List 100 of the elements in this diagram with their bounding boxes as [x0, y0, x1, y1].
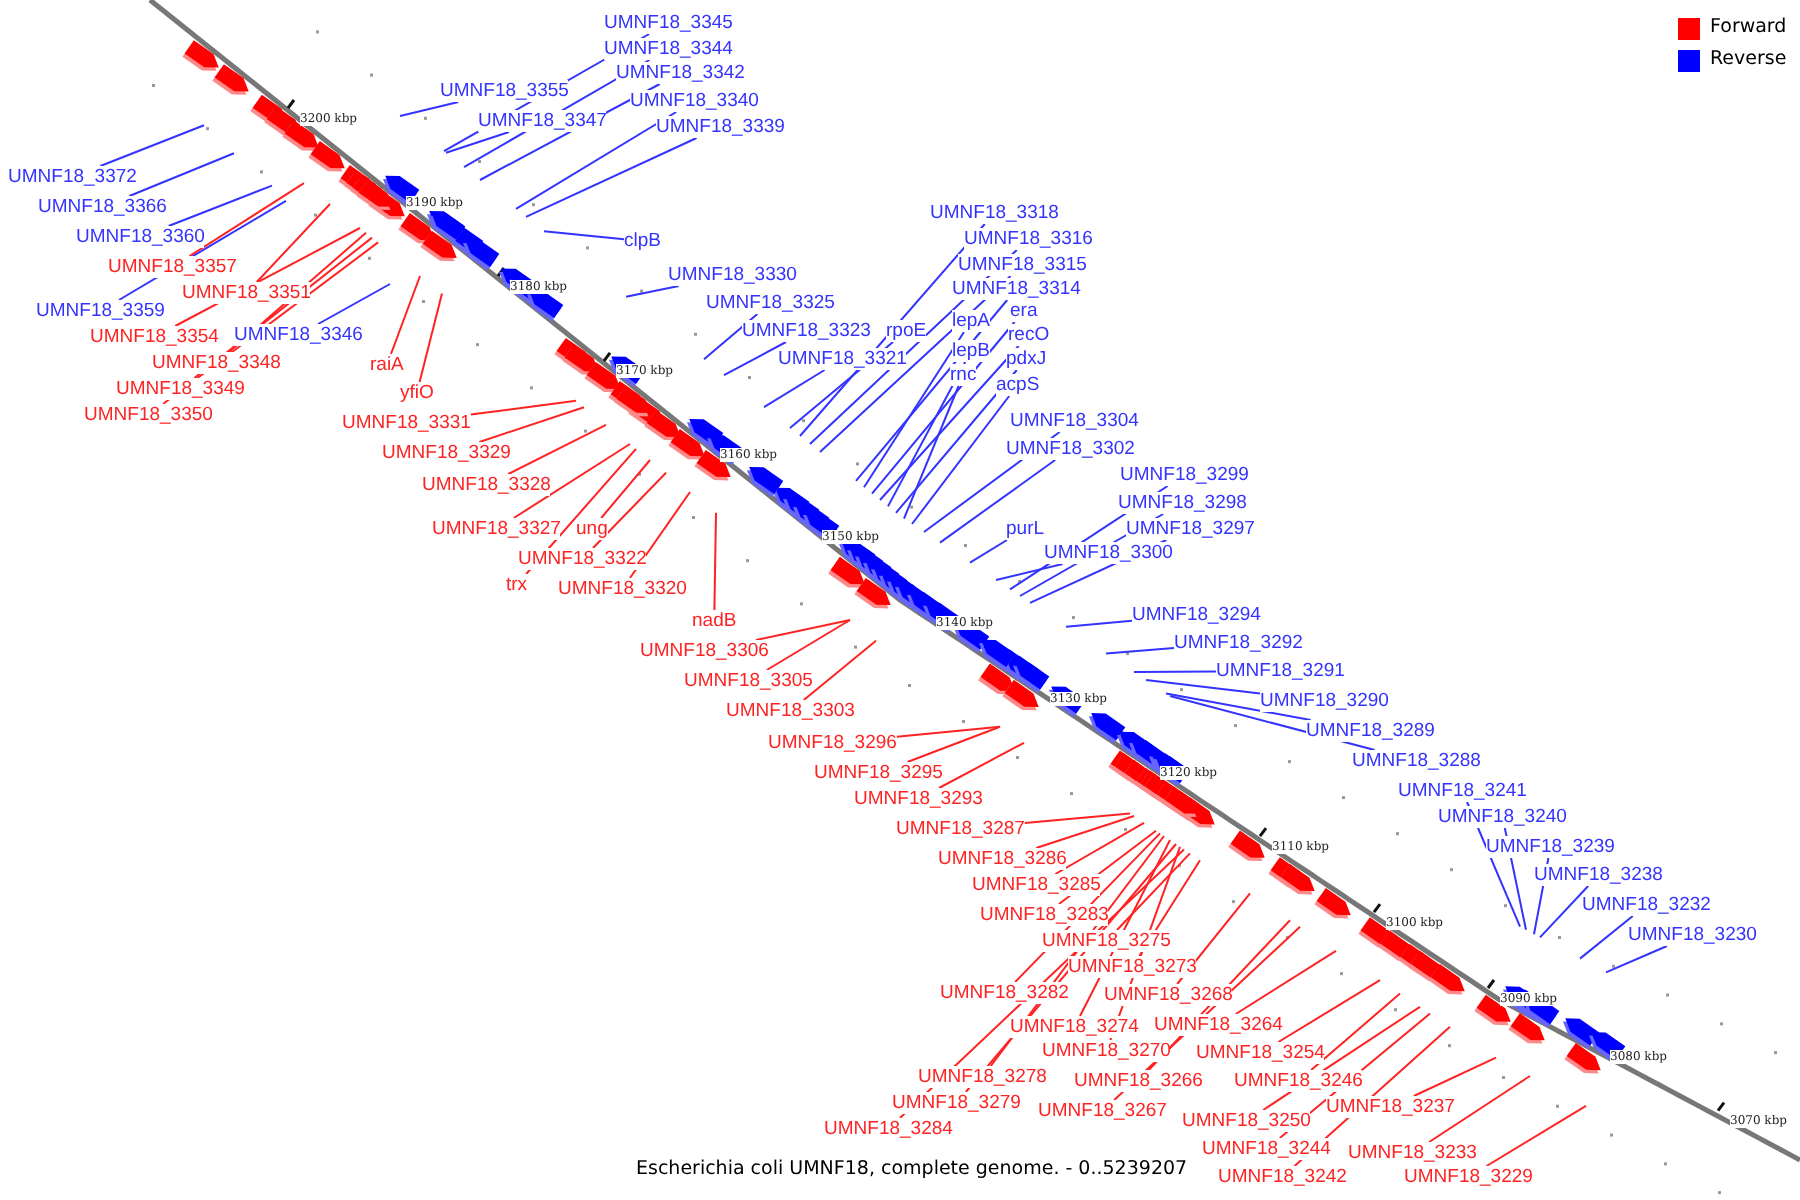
gene-label: UMNF18_3232: [1582, 894, 1711, 916]
leader-line: [895, 369, 1018, 514]
gene-label: UMNF18_3360: [76, 226, 205, 248]
gene-label: UMNF18_3306: [640, 640, 769, 662]
gene-label: lepA: [952, 310, 991, 332]
gene-label: pdxJ: [1006, 348, 1047, 370]
gene-label: UMNF18_3342: [616, 62, 745, 84]
gene-label: UMNF18_3329: [382, 442, 511, 464]
gene-label: UMNF18_3350: [84, 404, 213, 426]
gene-label: UMNF18_3345: [604, 12, 733, 34]
gene-label: rpoE: [886, 320, 927, 342]
gene-label: trx: [506, 574, 528, 596]
legend-label: Reverse: [1710, 48, 1787, 70]
gene-label: purL: [1006, 518, 1045, 540]
leader-line: [1035, 815, 1135, 849]
gene-label: UMNF18_3305: [684, 670, 813, 692]
gene-label: UMNF18_3246: [1234, 1070, 1363, 1092]
leader-line: [802, 639, 877, 701]
gene-label: UMNF18_3286: [938, 848, 1067, 870]
leader-line: [629, 491, 691, 579]
gene-label: UMNF18_3233: [1348, 1142, 1477, 1164]
leader-line: [765, 619, 851, 671]
gene-label: UMNF18_3294: [1132, 604, 1261, 626]
leader-line: [906, 725, 1001, 763]
leader-line: [1133, 670, 1217, 673]
leader-line: [543, 230, 625, 241]
gene-label: UMNF18_3267: [1038, 1100, 1167, 1122]
leader-line: [1023, 812, 1131, 824]
legend-label: Forward: [1710, 16, 1787, 38]
gene-label: UMNF18_3348: [152, 352, 281, 374]
gene-label: UMNF18_3268: [1104, 984, 1233, 1006]
leader-line: [592, 471, 667, 549]
leader-line: [507, 423, 607, 475]
gene-label: UMNF18_3327: [432, 518, 561, 540]
gene-label: UMNF18_3304: [1010, 410, 1139, 432]
gene-label: UMNF18_3292: [1174, 632, 1303, 654]
gene-label: ung: [576, 518, 608, 540]
gene-label: UMNF18_3330: [668, 264, 797, 286]
gene-label: UMNF18_3291: [1216, 660, 1345, 682]
leader-line: [887, 361, 967, 508]
gene-label: UMNF18_3315: [958, 254, 1087, 276]
gene-label: UMNF18_3347: [478, 110, 607, 132]
leader-line: [911, 395, 1011, 525]
caption: Escherichia coli UMNF18, complete genome. - 0..5239207: [636, 1158, 1188, 1180]
leader-line: [1412, 1056, 1497, 1097]
gene-label: UMNF18_3320: [558, 578, 687, 600]
gene-label: UMNF18_3229: [1404, 1166, 1533, 1188]
leader-line: [255, 203, 331, 283]
gene-label: UMNF18_3302: [1006, 438, 1135, 460]
leader-line: [1116, 852, 1191, 931]
gene-label: UMNF18_3241: [1398, 780, 1527, 802]
leader-line: [1485, 1104, 1587, 1167]
gene-label: UMNF18_3359: [36, 300, 165, 322]
leader-line: [703, 313, 759, 361]
leader-line: [939, 459, 1057, 544]
leader-line: [903, 385, 960, 520]
gene-label: UMNF18_3279: [892, 1092, 1021, 1114]
gene-label: UMNF18_3290: [1260, 690, 1389, 712]
leader-line: [167, 184, 273, 227]
gene-label: UMNF18_3266: [1074, 1070, 1203, 1092]
gene-label: UMNF18_3318: [930, 202, 1059, 224]
leader-line: [871, 321, 1016, 495]
leader-line: [1054, 821, 1145, 875]
gene-label: UMNF18_3240: [1438, 806, 1567, 828]
gene-label: UMNF18_3339: [656, 116, 785, 138]
leader-line: [390, 275, 421, 355]
gene-label: yfiO: [400, 382, 434, 404]
gene-label: UMNF18_3285: [972, 874, 1101, 896]
leader-line: [969, 539, 1008, 564]
gene-label: rnc: [950, 364, 977, 386]
gene-label: UMNF18_3321: [778, 348, 907, 370]
gene-label: UMNF18_3354: [90, 326, 219, 348]
gene-label: UMNF18_3325: [706, 292, 835, 314]
gene-label: UMNF18_3351: [182, 282, 311, 304]
gene-label: UMNF18_3242: [1218, 1166, 1347, 1188]
leader-line: [1277, 979, 1381, 1043]
gene-label: UMNF18_3250: [1182, 1110, 1311, 1132]
gene-label: UMNF18_3372: [8, 166, 137, 188]
leader-line: [879, 345, 1020, 501]
gene-label: UMNF18_3303: [726, 700, 855, 722]
gene-label: era: [1010, 300, 1038, 322]
gene-label: UMNF18_3254: [1196, 1042, 1325, 1064]
leader-line: [1310, 992, 1401, 1071]
gene-label: UMNF18_3293: [854, 788, 983, 810]
leader-line: [1428, 1075, 1531, 1143]
gene-label: lepB: [952, 340, 991, 362]
gene-label: UMNF18_3239: [1486, 836, 1615, 858]
gene-label: UMNF18_3264: [1154, 1014, 1283, 1036]
leader-line: [1105, 647, 1175, 655]
leader-line: [512, 443, 631, 519]
leader-line: [723, 341, 787, 377]
gene-label: UMNF18_3297: [1126, 518, 1255, 540]
leader-line: [1605, 945, 1668, 974]
gene-label: UMNF18_3323: [742, 320, 871, 342]
leader-line: [418, 292, 443, 383]
leader-line: [938, 741, 1025, 789]
gene-label: UMNF18_3316: [964, 228, 1093, 250]
gene-label: UMNF18_3278: [918, 1066, 1047, 1088]
leader-line: [478, 406, 585, 443]
leader-line: [188, 182, 305, 257]
